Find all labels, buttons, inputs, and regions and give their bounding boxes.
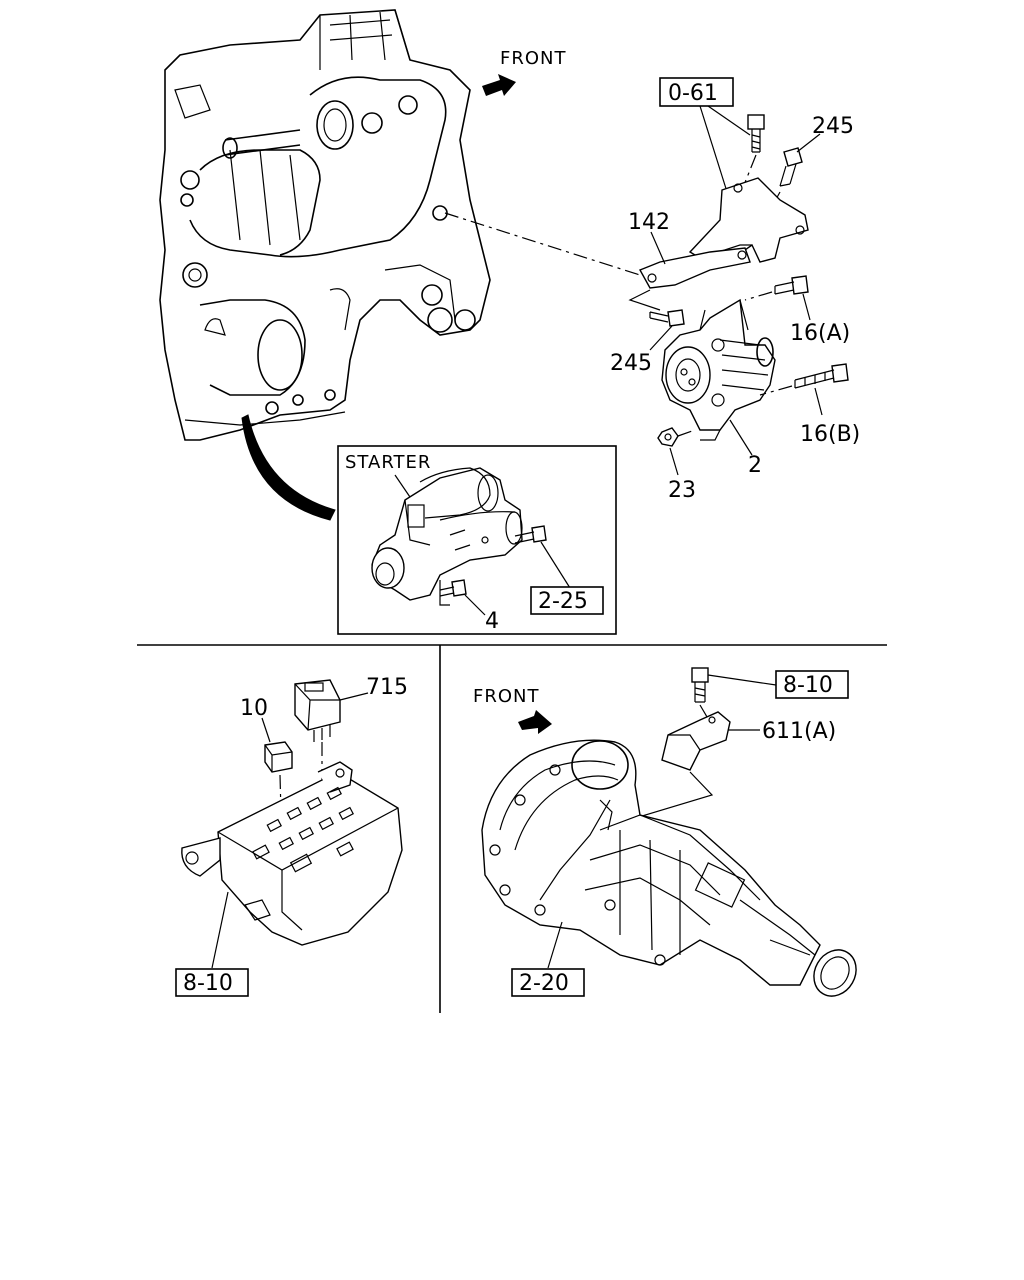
relay-10-icon [264,741,293,773]
engine-block-illustration [159,9,491,441]
front-label-top: FRONT [500,48,567,69]
ref-box-2-20[interactable] [511,968,585,997]
part-label-611a: 611(A) [762,719,836,744]
ref-label-8-10-right: 8-10 [783,673,833,698]
bolt-4-icon [439,579,467,597]
compressor-unit [661,298,776,441]
bracket-0-61-group: 0-61 [659,77,751,196]
ref-label-0-61: 0-61 [668,81,718,106]
starter-bolt-icon [514,525,547,544]
front-direction-arrow [482,74,516,96]
part-label-142: 142 [628,210,670,235]
part-label-16b: 16(B) [800,422,860,447]
bolt-245-left-icon [649,309,685,327]
ref-box-8-10-left[interactable] [175,968,249,997]
fuse-box [181,761,403,946]
ref-label-2-25: 2-25 [538,589,588,614]
starter-title: STARTER [345,452,431,473]
part-label-16a: 16(A) [790,321,850,346]
part-label-10: 10 [240,696,268,721]
relay-715-icon [294,679,341,742]
mounting-bracket [688,177,809,263]
bracket-611a [661,711,731,771]
nut-23-icon [657,427,679,447]
starter-pointer-arrow [241,414,336,521]
part-label-245-top: 245 [812,114,854,139]
ref-label-2-20: 2-20 [519,971,569,996]
ref-box-2-25[interactable] [530,586,604,615]
bolt-245-icon [779,147,803,187]
front-direction-arrow-bottom [518,710,552,734]
ref-label-8-10-left: 8-10 [183,971,233,996]
bolt-icon [747,114,765,153]
part-label-23: 23 [668,478,696,503]
starter-motor [371,467,523,601]
ref-box-0-61[interactable] [659,77,734,107]
front-label-bottom: FRONT [473,686,540,707]
strap-142 [639,247,751,289]
bolt-16b-icon [794,363,849,389]
bolt-8-10-icon [691,667,709,703]
transmission-assembly [481,739,857,997]
part-label-715: 715 [366,675,408,700]
bolt-16a-icon [774,275,809,295]
part-label-2: 2 [748,453,762,478]
part-label-245-left: 245 [610,351,652,376]
part-label-4: 4 [485,609,499,634]
ref-box-8-10-right[interactable] [775,670,849,699]
